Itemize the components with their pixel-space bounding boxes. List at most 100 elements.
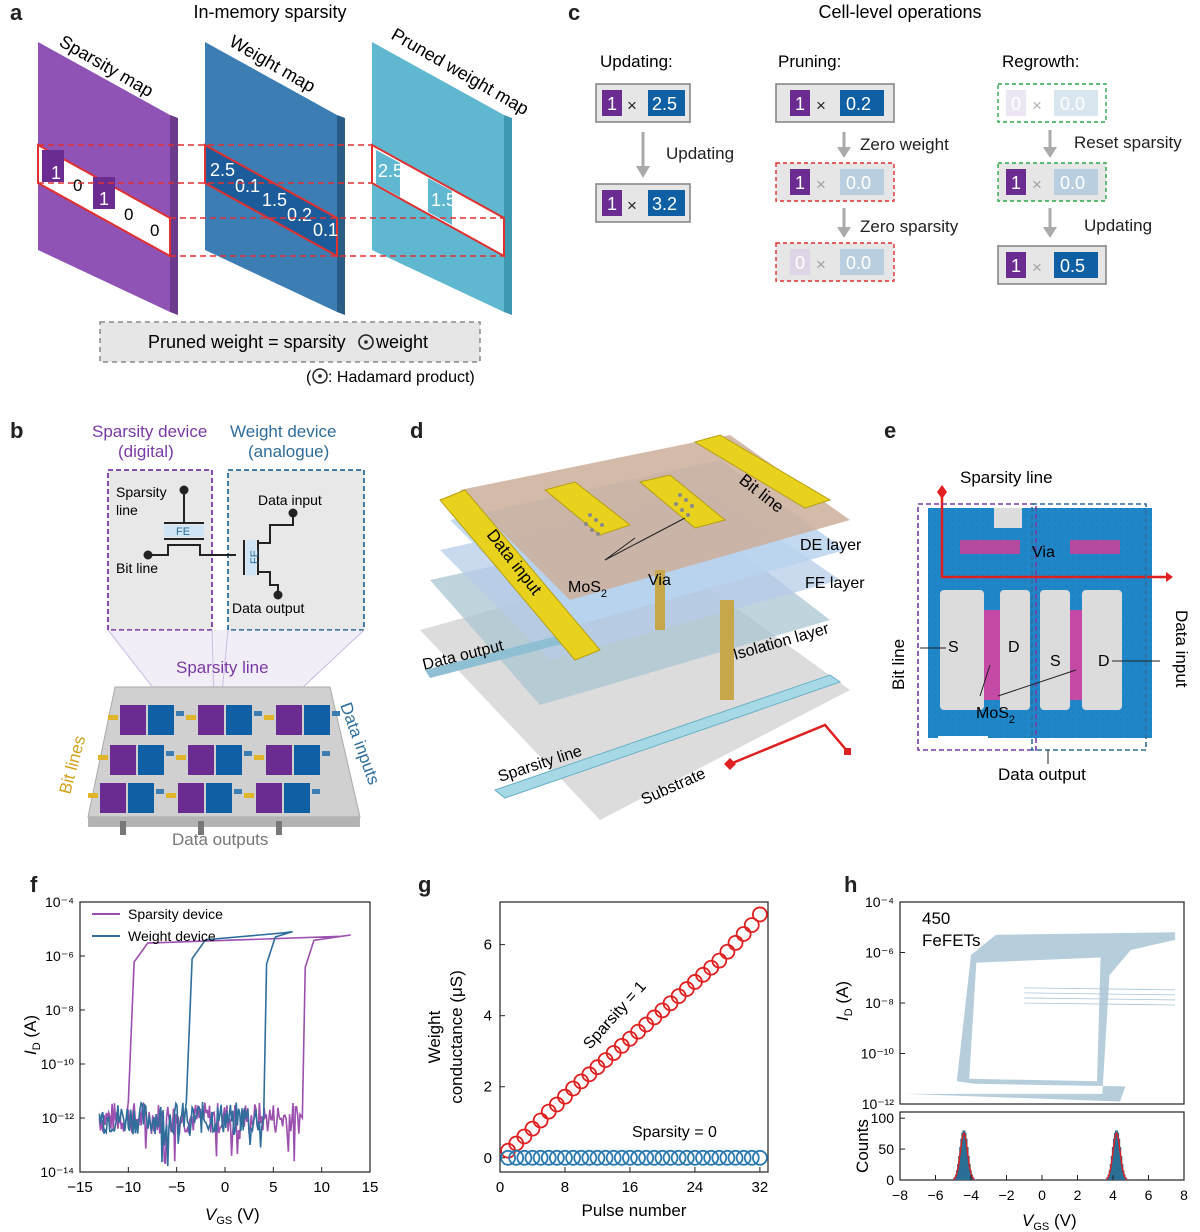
array-sparsity-cell — [256, 783, 282, 813]
zero-weight-label: Zero weight — [860, 135, 949, 154]
data-output-bar — [425, 630, 585, 678]
hist-fit-curve-0 — [952, 1131, 975, 1181]
svg-text:1: 1 — [795, 94, 805, 114]
data-point-g-0 — [524, 1120, 541, 1137]
hist-bar-1 — [1123, 1177, 1127, 1180]
data-point-g-0 — [711, 952, 728, 969]
array-sparsity-cell — [198, 705, 224, 735]
legend-label-f-1: Weight device — [128, 928, 216, 944]
plot-frame-g — [499, 901, 769, 1173]
data-point-g-1 — [597, 1149, 614, 1166]
y-tick-label-f: 10⁻¹² — [42, 1110, 75, 1126]
iv-strand-h — [1024, 997, 1176, 1001]
svg-text:×: × — [627, 96, 637, 115]
array-data-input-pad — [166, 751, 174, 756]
array-data-input-pad — [254, 711, 262, 716]
x-tick-label-g: 24 — [687, 1179, 704, 1196]
array-bit-line-pad — [186, 715, 196, 720]
data-point-g-1 — [605, 1149, 622, 1166]
x-tick-label-h: −8 — [892, 1187, 908, 1203]
regrowth-label: Regrowth: — [1002, 52, 1079, 71]
x-tick-label-g: 32 — [752, 1179, 769, 1196]
data-point-g-1 — [589, 1149, 606, 1166]
iv-strand-h — [1024, 1002, 1176, 1006]
x-tick-label-h: 4 — [1109, 1187, 1117, 1203]
data-point-g-1 — [727, 1149, 744, 1166]
panel-a: In-memory sparsity Sparsity map Weight m… — [37, 2, 532, 386]
sparsity-cell-3: 1 — [99, 189, 109, 209]
data-point-g-0 — [743, 917, 760, 933]
array-data-input-pad — [234, 789, 242, 794]
map-connectors — [38, 144, 504, 257]
bit-line-label-e: Bit line — [889, 639, 908, 690]
array-bit-line-pad — [254, 755, 264, 760]
bit-line-label: Bit line — [116, 560, 158, 576]
x-tick-label-h: −4 — [963, 1187, 979, 1203]
array-bit-line-pad — [108, 715, 118, 720]
x-tick-label-h: −6 — [928, 1187, 944, 1203]
array-sparsity-cell — [266, 745, 292, 775]
panel-a-title: In-memory sparsity — [193, 2, 346, 22]
x-tick-label-h: 0 — [1038, 1187, 1046, 1203]
array-bit-line-pad — [88, 793, 98, 798]
y-tick-label-g: 0 — [484, 1150, 492, 1167]
equation-tail: weight — [375, 332, 428, 352]
fe-label-2: FE — [249, 550, 261, 564]
x-tick-label-h: 6 — [1145, 1187, 1153, 1203]
array-sparsity-cell — [100, 783, 126, 813]
iv-strand-h — [1024, 987, 1176, 991]
array-weight-cell — [294, 745, 320, 775]
svg-text:×: × — [816, 255, 826, 274]
zero-sparsity-label: Zero sparsity — [860, 217, 959, 236]
array-bit-line-pad — [244, 793, 254, 798]
pruning-label: Pruning: — [778, 52, 841, 71]
sparsity-device-label: Sparsity device — [92, 422, 207, 441]
svg-text:3.2: 3.2 — [652, 194, 677, 214]
data-point-g-1 — [719, 1149, 736, 1166]
x-tick-label-f: 10 — [313, 1179, 330, 1196]
array-data-input-pad — [312, 789, 320, 794]
weight-cell-1: 2.5 — [210, 160, 235, 180]
array-data-input-pad — [156, 789, 164, 794]
svg-text:1: 1 — [1011, 256, 1021, 276]
odot-icon-footnote — [312, 368, 328, 384]
substrate-pointer — [729, 723, 849, 766]
array-weight-cell — [216, 745, 242, 775]
array-weight-cell — [138, 745, 164, 775]
array-cells — [88, 705, 340, 835]
array-sparsity-line: Sparsity line — [176, 658, 269, 677]
panel-letter-c: c — [568, 0, 581, 25]
regrowth-cell-3: 1 × 0.5 — [997, 245, 1107, 285]
y-tick-label-g: 6 — [484, 937, 492, 954]
array-sparsity-cell — [188, 745, 214, 775]
regrowth-updating-label: Updating — [1084, 216, 1152, 235]
data-point-g-0 — [719, 943, 736, 960]
y-tick-label-f: 10⁻⁸ — [45, 1002, 74, 1018]
svg-text:0.5: 0.5 — [1060, 256, 1085, 276]
svg-text:×: × — [816, 175, 826, 194]
data-point-g-1 — [500, 1149, 517, 1166]
sparsity-device-box — [107, 469, 213, 631]
data-point-g-1 — [516, 1149, 533, 1166]
data-outputs-label: Data outputs — [172, 830, 268, 849]
svg-text:×: × — [816, 96, 826, 115]
circuit-schematic — [143, 485, 298, 600]
updating-cell-2: 1 × 3.2 — [595, 183, 691, 223]
via-pillar-2 — [655, 570, 665, 630]
hist-y-tick-label: 100 — [871, 1110, 895, 1126]
device-count-annotation: 450 — [922, 909, 950, 928]
pruned-cell-2: 1.5 — [431, 190, 456, 210]
sparsity-line-bar — [493, 674, 842, 799]
reset-sparsity-label: Reset sparsity — [1074, 133, 1182, 152]
x-tick-label-f: −10 — [116, 1179, 141, 1196]
y-tick-label-f: 10⁻⁶ — [45, 948, 74, 964]
array-weight-cell — [148, 705, 174, 735]
via-label-e: Via — [1032, 544, 1055, 561]
panel-letter-g: g — [418, 872, 432, 897]
panel-b: Sparsity device (digital) Weight device … — [56, 422, 384, 849]
via-pillar-1 — [720, 600, 734, 700]
array-data-input-pad — [332, 711, 340, 716]
data-point-g-1 — [654, 1149, 671, 1166]
data-point-g-1 — [613, 1149, 630, 1166]
hist-y-axis-label: Counts — [853, 1119, 872, 1173]
